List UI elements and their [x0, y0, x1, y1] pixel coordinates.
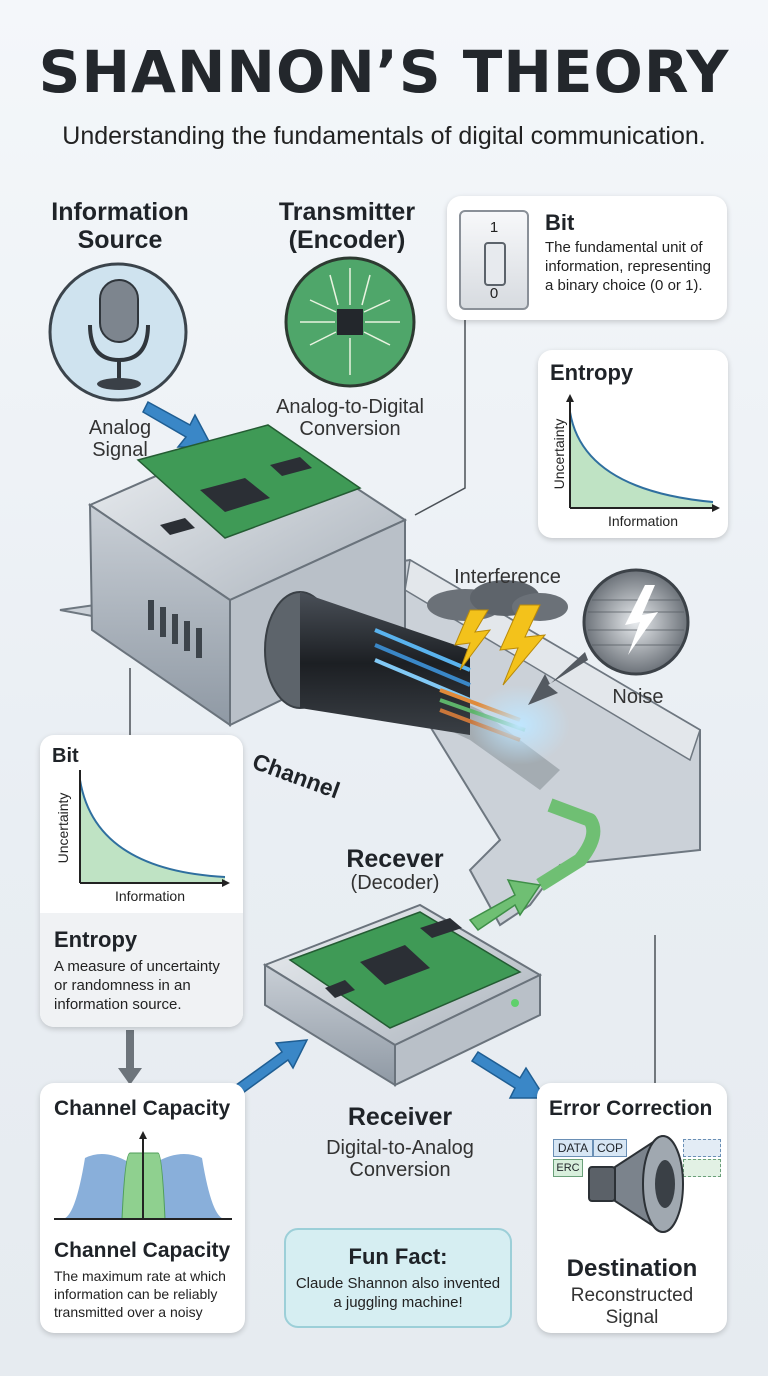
bit-ylabel: Uncertainty: [55, 792, 71, 864]
entropy-description: A measure of uncertainty or randomness i…: [54, 958, 220, 1013]
error-correction-card: Error Correction DATA COP ERC Destinatio…: [537, 1083, 727, 1333]
toggle-switch-icon: 1 0: [459, 210, 529, 310]
switch-lever: [484, 242, 506, 286]
fun-fact-title: Fun Fact:: [348, 1244, 448, 1269]
entropy-chart-card: Entropy Uncertainty Information: [538, 350, 728, 538]
lightning-icon: [454, 609, 492, 671]
entropy-card-lower: [40, 913, 243, 1027]
erc-tag: ERC: [553, 1159, 583, 1177]
bit-curve-chart: [79, 770, 230, 887]
entropy-title: Entropy: [54, 927, 138, 952]
channel-capacity-card: Channel Capacity Channel Capacity The ma…: [40, 1083, 245, 1333]
entropy-xlabel: Information: [607, 513, 679, 529]
bit-chart-title: Bit: [52, 745, 79, 767]
source-title: Information Source: [51, 198, 189, 254]
destination-title: Destination: [566, 1255, 698, 1282]
tag-strip-2: [683, 1159, 721, 1177]
capacity-chart-title: Channel Capacity: [54, 1097, 231, 1120]
capacity-arrow: [230, 1039, 309, 1096]
page-subtitle: Understanding the fundamentals of digita…: [62, 122, 706, 150]
microphone-icon: [48, 262, 188, 402]
cop-tag: COP: [593, 1139, 627, 1157]
receiver-caption: Digital-to-Analog Conversion: [326, 1137, 474, 1181]
receiver-title: Receiver: [347, 1103, 453, 1131]
channel-arrow: [536, 798, 601, 891]
speaker-icon: [588, 1135, 684, 1233]
down-arrow: [118, 1030, 142, 1085]
interference-label: Interference: [454, 566, 561, 588]
noise-label: Noise: [612, 686, 664, 708]
output-arrow: [470, 1050, 547, 1099]
entropy-curve-chart: [566, 394, 720, 512]
receiver-device: [262, 903, 543, 1087]
analog-signal-label: Analog Signal: [88, 417, 152, 461]
noise-arrow: [528, 652, 588, 705]
fun-fact-text: Claude Shannon also invented a juggling …: [295, 1275, 501, 1311]
transmitter-caption: Analog-to-Digital Conversion: [276, 396, 424, 440]
bit-title: Bit: [545, 210, 575, 235]
capacity-title: Channel Capacity: [54, 1239, 231, 1262]
bit-description: The fundamental unit of information, rep…: [545, 239, 711, 294]
data-tag: DATA: [553, 1139, 593, 1157]
circuit-icon: [284, 256, 416, 388]
fun-fact-box: Fun Fact: Claude Shannon also invented a…: [284, 1228, 512, 1328]
switch-top-label: 1: [489, 219, 499, 236]
destination-caption: Reconstructed Signal: [570, 1285, 694, 1328]
switch-bottom-label: 0: [489, 285, 499, 302]
receiver-top-subtitle: (Decoder): [350, 872, 440, 894]
bit-curve: [79, 779, 226, 878]
entropy-curve-area: [570, 412, 713, 508]
capacity-spectrum-chart: [54, 1131, 232, 1220]
tag-strip: [683, 1139, 721, 1157]
spectrum-right: [155, 1154, 225, 1219]
spectrum-left: [62, 1154, 130, 1219]
transmitter-title: Transmitter (Encoder): [278, 198, 416, 254]
capacity-description: The maximum rate at which information ca…: [54, 1268, 226, 1320]
bit-card: 1 0 Bit The fundamental unit of informat…: [447, 196, 727, 320]
receiver-top-title: Recever: [346, 845, 444, 873]
lightning-icon-2: [499, 604, 547, 686]
connector-lines: [129, 318, 656, 1083]
entropy-card: Bit Uncertainty Information Entropy A me…: [40, 735, 243, 1027]
entropy-chart-title: Entropy: [550, 360, 634, 385]
entropy-curve: [569, 411, 714, 503]
bit-xlabel: Information: [114, 888, 186, 904]
noise-icon: [582, 568, 690, 676]
bit-curve-area: [80, 780, 225, 883]
cable: [264, 591, 570, 765]
page-title: SHANNON’S THEORY: [38, 38, 730, 106]
error-correction-title: Error Correction: [549, 1097, 713, 1120]
entropy-ylabel: Uncertainty: [551, 418, 567, 490]
